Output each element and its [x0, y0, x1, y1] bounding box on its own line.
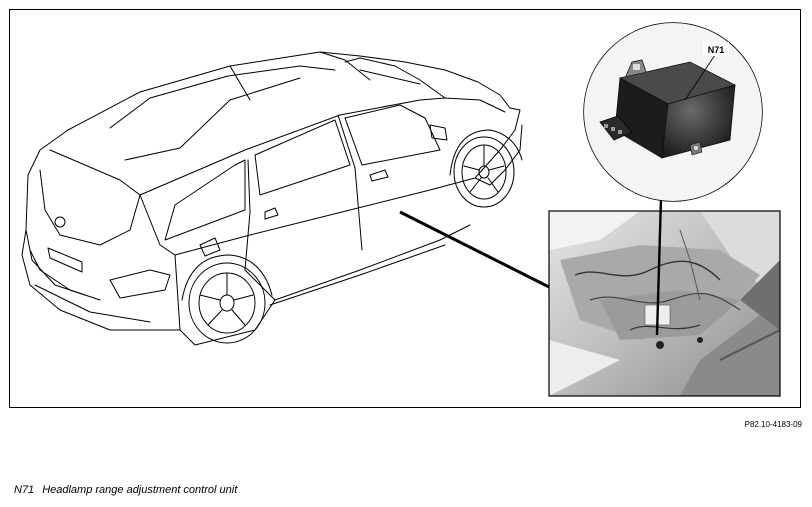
control-unit-icon — [599, 59, 737, 159]
car-drawing — [21, 51, 523, 346]
figure-reference: P82.10-4183-09 — [744, 420, 802, 429]
magnified-detail: N71 — [583, 22, 763, 202]
caption-code: N71 — [14, 484, 35, 496]
inset-photo — [549, 211, 780, 396]
caption-text: Headlamp range adjustment control unit — [42, 484, 238, 496]
pointer-line — [399, 210, 550, 289]
callout-label: N71 — [708, 45, 725, 55]
detail-pointer-line — [655, 197, 663, 336]
caption: N71 Headlamp range adjustment control uni… — [14, 484, 237, 496]
